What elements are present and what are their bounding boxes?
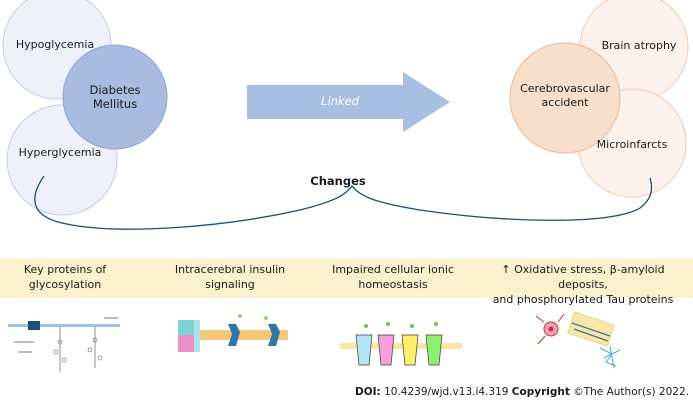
category-ionic-homeostasis-line2: homeostasis <box>358 278 428 291</box>
ionic-homeostasis-illustration <box>340 322 462 366</box>
diabetes-mellitus-line2: Mellitus <box>92 97 138 111</box>
category-insulin-signaling-line1: Intracerebral insulin <box>174 263 286 276</box>
doi-value: 10.4239/wjd.v13.i4.319 <box>384 386 509 398</box>
changes-brace <box>34 175 653 230</box>
category-oxidative-stress-line2: and phosphorylated Tau proteins <box>492 293 674 306</box>
cerebrovascular-accident-line2: accident <box>541 96 589 109</box>
cerebrovascular-accident-label: Cerebrovascular accident <box>512 82 618 110</box>
copyright-text: ©The Author(s) 2022. <box>573 386 689 398</box>
arrow-label: Linked <box>321 94 359 108</box>
glycosylation-illustration <box>8 317 120 372</box>
category-ionic-homeostasis: Impaired cellular ionic homeostasis <box>320 262 466 292</box>
microinfarcts-label: Microinfarcts <box>596 138 668 151</box>
diabetes-mellitus-circle <box>62 44 168 150</box>
hyperglycemia-label: Hyperglycemia <box>18 146 102 159</box>
category-insulin-signaling-line2: signaling <box>205 278 255 291</box>
cerebrovascular-accident-line1: Cerebrovascular <box>520 82 610 95</box>
cerebrovascular-accident-circle <box>509 42 621 154</box>
category-oxidative-stress-line1: ↑ Oxidative stress, β-amyloid deposits, <box>501 263 665 291</box>
doi-label: DOI: <box>355 386 381 398</box>
category-ionic-homeostasis-line1: Impaired cellular ionic <box>332 263 454 276</box>
brain-atrophy-label: Brain atrophy <box>601 39 677 52</box>
category-insulin-signaling: Intracerebral insulin signaling <box>160 262 300 292</box>
mechanism-band <box>0 258 693 298</box>
diabetes-mellitus-line1: Diabetes <box>89 83 141 97</box>
diabetes-mellitus-label: Diabetes Mellitus <box>73 83 157 111</box>
changes-label: Changes <box>310 174 366 188</box>
hypoglycemia-label: Hypoglycemia <box>15 38 95 51</box>
citation-footer: DOI: 10.4239/wjd.v13.i4.319 Copyright ©T… <box>355 386 689 398</box>
category-glycosylation-line1: Key proteins of <box>23 263 107 276</box>
category-glycosylation-line2: glycosylation <box>28 278 102 291</box>
insulin-signaling-illustration <box>178 314 288 352</box>
oxidative-stress-illustration <box>535 311 621 369</box>
copyright-label: Copyright <box>511 386 570 398</box>
linked-arrow <box>247 72 450 132</box>
category-oxidative-stress: ↑ Oxidative stress, β-amyloid deposits, … <box>476 262 690 307</box>
category-glycosylation: Key proteins of glycosylation <box>0 262 130 292</box>
